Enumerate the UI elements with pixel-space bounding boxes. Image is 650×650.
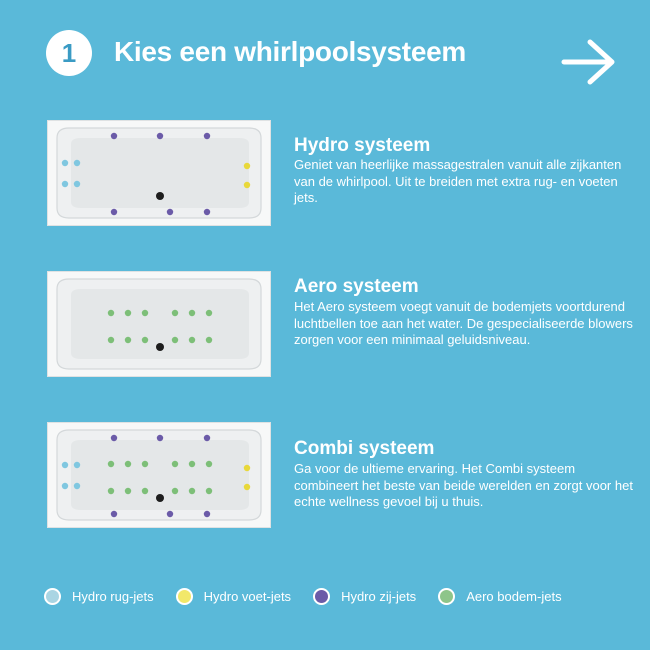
jet-bodem [124,309,132,317]
jet-zij [110,132,118,140]
jet-voet [243,181,251,189]
jet-legend: Hydro rug-jets Hydro voet-jets Hydro zij… [44,588,562,605]
jet-bodem [188,460,196,468]
legend-dot-rug [44,588,61,605]
system-description-aero: Het Aero systeem voegt vanuit de bodemje… [294,299,633,347]
jet-bodem [141,460,149,468]
jet-rug [61,482,69,490]
system-title-aero: Aero systeem [294,276,419,297]
jet-rug [73,482,81,490]
jet-zij [110,510,118,518]
tub-image-combi [47,422,271,528]
system-description-combi: Ga voor de ultieme ervaring. Het Combi s… [294,461,633,509]
jet-bodem [141,487,149,495]
step-number-badge: 1 [46,30,92,76]
jet-bodem [141,309,149,317]
jet-voet [243,464,251,472]
jet-zij [166,510,174,518]
jet-bodem [124,487,132,495]
jet-bodem [107,487,115,495]
jet-zij [203,510,211,518]
page-title: Kies een whirlpoolsysteem [114,36,466,67]
legend-label-rug: Hydro rug-jets [72,589,154,604]
jet-bodem [171,309,179,317]
jet-voet [243,162,251,170]
jet-rug [61,180,69,188]
jet-bodem [205,309,213,317]
jet-zij [156,434,164,442]
jet-bodem [205,460,213,468]
jet-rug [61,159,69,167]
jet-zij [203,208,211,216]
system-title-hydro: Hydro systeem [294,135,431,156]
legend-item-zij: Hydro zij-jets [313,588,416,605]
legend-label-voet: Hydro voet-jets [203,589,292,604]
tub-image-aero [47,271,271,377]
legend-dot-voet [175,588,193,605]
jet-bodem [205,336,213,344]
drain [156,192,164,200]
jet-zij [203,132,211,140]
drain [156,343,164,351]
jet-zij [156,132,164,140]
legend-item-voet: Hydro voet-jets [175,588,292,605]
jet-bodem [205,487,213,495]
jet-bodem [188,336,196,344]
jet-bodem [188,309,196,317]
jet-bodem [107,309,115,317]
jet-rug [73,159,81,167]
legend-label-bodem: Aero bodem-jets [466,589,562,604]
drain [156,494,164,502]
jet-bodem [124,460,132,468]
legend-label-zij: Hydro zij-jets [341,589,417,604]
system-title-combi: Combi systeem [294,438,435,459]
tub-image-hydro [47,120,271,226]
jet-bodem [124,336,132,344]
jet-zij [110,434,118,442]
jet-bodem [107,460,115,468]
jet-bodem [141,336,149,344]
jet-zij [203,434,211,442]
jet-zij [166,208,174,216]
legend-item-rug: Hydro rug-jets [44,588,154,605]
jet-voet [243,483,251,491]
jet-bodem [171,460,179,468]
jet-bodem [171,336,179,344]
jet-bodem [107,336,115,344]
legend-item-bodem: Aero bodem-jets [438,588,562,605]
legend-dot-zij [313,588,331,605]
legend-dot-bodem [438,588,456,605]
system-description-hydro: Geniet van heerlijke massagestralen vanu… [294,157,622,205]
jet-bodem [171,487,179,495]
jet-rug [61,461,69,469]
jet-bodem [188,487,196,495]
jet-zij [110,208,118,216]
jet-rug [73,461,81,469]
jet-rug [73,180,81,188]
arrow-right-icon[interactable] [560,34,618,90]
